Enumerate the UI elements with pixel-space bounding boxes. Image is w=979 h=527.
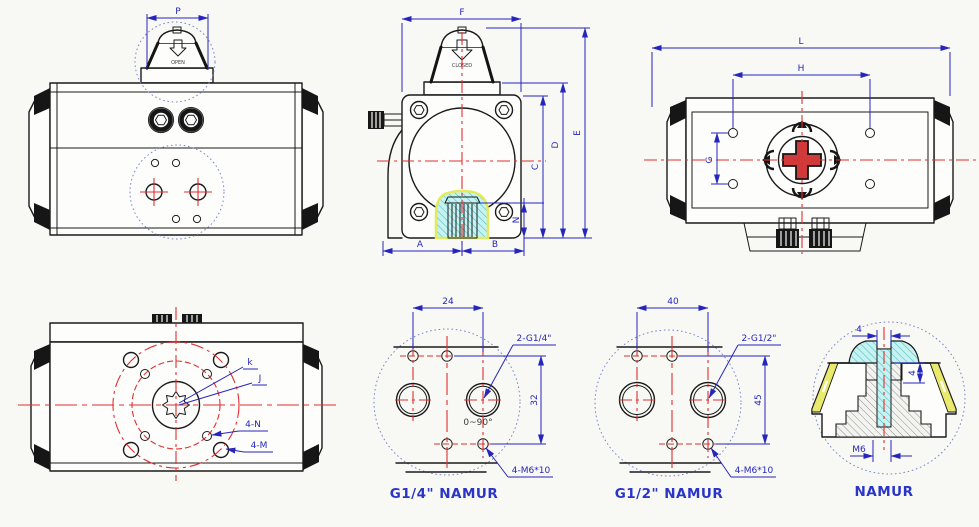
mount-hole [728, 179, 738, 189]
label-screws: 4-M6*10 [512, 466, 551, 476]
section-dimensions: 4 4 M6 [850, 325, 925, 462]
end-view-dimensions: F C D E N A B [382, 8, 592, 256]
dim-p: P [146, 7, 209, 70]
detail-circle [373, 328, 521, 476]
mount-hole [728, 128, 738, 138]
label-k: k [247, 358, 253, 368]
detail-circle-dome [134, 21, 216, 103]
label-4m: 4-M [251, 441, 268, 451]
dim-label-h: H [798, 64, 805, 74]
dim-label-e: E [573, 130, 583, 136]
namur-g12-detail: 40 45 2-G1/2" 4-M6*10 G1/2" NAMUR [594, 297, 781, 502]
mount-hole [865, 128, 875, 138]
shaft-ribs [451, 204, 473, 237]
caption-g14-namur: G1/4" NAMUR [390, 486, 499, 502]
dim-height: 45 [754, 394, 764, 405]
caption-namur: NAMUR [854, 484, 913, 500]
detail-circle [594, 329, 742, 477]
closed-direction-arrow-icon [451, 39, 473, 61]
dim-label-d: D [551, 141, 561, 148]
air-port-fitting [149, 108, 174, 133]
label-rotation-angle: 0~90° [463, 418, 492, 428]
caption-g12-namur: G1/2" NAMUR [615, 486, 724, 502]
label-ports: 2-G1/4" [517, 334, 552, 344]
drive-star-socket [162, 391, 190, 419]
dim-label-b: B [492, 240, 498, 250]
open-direction-arrow-icon [169, 39, 187, 57]
dim-spacing: 24 [442, 297, 454, 307]
air-connections [776, 217, 832, 248]
g14-dimensions: 24 32 2-G1/4" 0~90° 4-M6*10 [412, 297, 556, 478]
dim-label-g: G [705, 156, 715, 163]
label-screws: 4-M6*10 [735, 466, 774, 476]
end-view: CLOSED [368, 8, 592, 256]
dim-spacing: 40 [667, 297, 679, 307]
dim-label-l: L [798, 37, 803, 47]
dim-label-f: F [459, 8, 464, 18]
mount-hole [865, 179, 875, 189]
detail-circle [812, 321, 966, 475]
front-view-hole-pattern [140, 158, 212, 224]
detail-circle-ports [129, 144, 225, 240]
dim-label-n: N [512, 217, 522, 224]
dim-notch-depth: 4 [908, 370, 918, 376]
namur-section-detail: 4 4 M6 NAMUR [811, 321, 966, 500]
g12-dimensions: 40 45 2-G1/2" 4-M6*10 [636, 297, 781, 478]
dim-notch-width: 4 [856, 325, 862, 335]
dim-label-c: C [531, 164, 541, 170]
drive-cross-slot [782, 140, 822, 180]
g12-centerlines [619, 336, 726, 468]
bottom-view: k J 4-N 4-M [18, 307, 336, 481]
top-view: L H G [644, 37, 976, 254]
front-view: OPEN [28, 7, 324, 240]
dim-height: 32 [530, 394, 540, 405]
label-4n: 4-N [245, 420, 261, 430]
bottom-view-body [30, 314, 323, 472]
bottom-view-labels: k J 4-N 4-M [178, 358, 273, 454]
namur-g14-detail: 24 32 2-G1/4" 0~90° 4-M6*10 G1/4" NAMUR [373, 297, 556, 502]
top-view-dimensions: L H G [651, 37, 951, 185]
dim-label-a: A [417, 240, 424, 250]
open-label: OPEN [171, 60, 185, 66]
label-ports: 2-G1/2" [742, 334, 777, 344]
dim-label-p: P [175, 7, 181, 17]
g14-centerlines [395, 336, 501, 468]
air-port-fitting [179, 108, 204, 133]
label-thread: M6 [852, 445, 866, 455]
label-j: J [258, 374, 262, 384]
